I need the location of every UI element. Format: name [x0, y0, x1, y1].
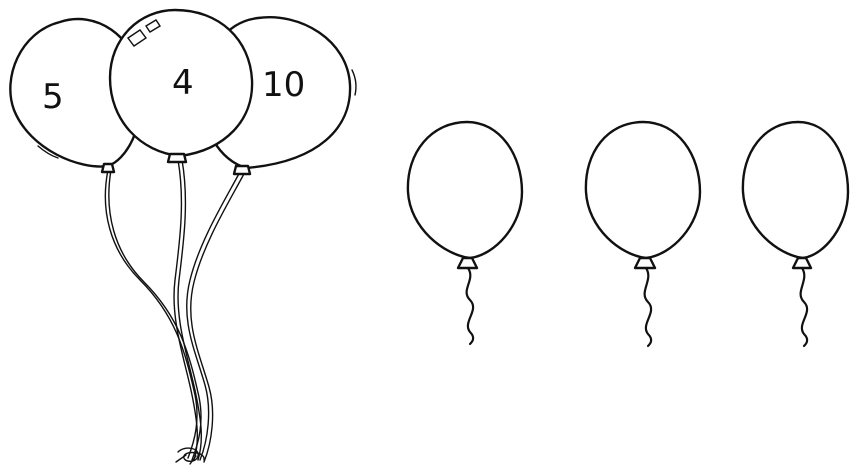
balloon-left: 5 [9, 17, 143, 174]
balloon-right-number: 10 [262, 65, 305, 105]
empty-balloon-1 [406, 120, 524, 346]
empty-balloon-2 [584, 120, 702, 348]
balloon-middle-number: 4 [172, 63, 194, 103]
balloon-bunch-strings [104, 159, 246, 465]
balloon-middle: 4 [108, 8, 254, 164]
empty-balloon-3 [741, 120, 850, 348]
balloon-left-number: 5 [42, 77, 64, 117]
